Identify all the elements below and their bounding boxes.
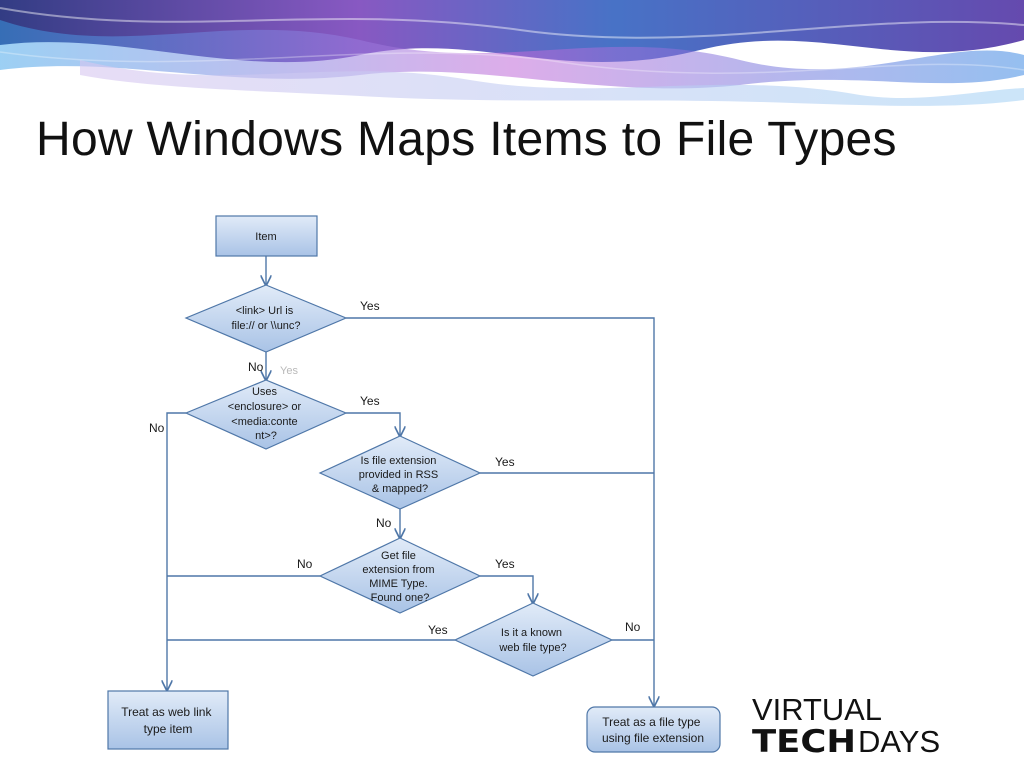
node-ext-line-2: provided in RSS xyxy=(359,469,439,481)
virtual-tech-days-logo: VIRTUAL TECHDAYS xyxy=(752,692,940,760)
label-enclosure-no: No xyxy=(149,421,165,435)
svg-text:<link> Url is file:// or: <link> Url is file:// or \\unc? xyxy=(231,305,300,332)
svg-text:Treat as web link type i: Treat as web link type item xyxy=(121,705,215,736)
logo-line-2-light: DAYS xyxy=(858,724,940,759)
svg-text:Is file extension provid: Is file extension provided in RSS & mapp… xyxy=(359,455,442,495)
node-mime-line-1: Get file xyxy=(381,550,416,562)
edges xyxy=(167,256,654,706)
node-link-line-1: <link> Url is xyxy=(236,305,294,317)
node-ext-line-1: Is file extension xyxy=(361,455,437,467)
node-enclosure-line-3: <media:conte xyxy=(231,416,297,428)
node-mime-line-3: MIME Type. xyxy=(369,578,427,590)
node-decision-link-url: <link> Url is file:// or \\unc? xyxy=(184,284,348,353)
node-weblink-line-1: Treat as web link xyxy=(121,705,212,719)
edge-labels: Yes No Yes Yes No Yes No No Yes Yes No xyxy=(149,299,641,637)
logo-line-2-bold: TECH xyxy=(752,724,856,760)
node-decision-known-web: Is it a known web file type? xyxy=(453,602,614,677)
decorative-banner xyxy=(0,0,1024,106)
label-mime-yes: Yes xyxy=(495,557,515,571)
node-item-label: Item xyxy=(255,231,276,243)
node-link-line-2: file:// or \\unc? xyxy=(231,320,300,332)
node-enclosure-line-2: <enclosure> or xyxy=(228,401,302,413)
node-decision-mime: Get file extension from MIME Type. Found… xyxy=(318,537,482,614)
svg-text:TECHDAYS: TECHDAYS xyxy=(752,724,940,760)
node-decision-enclosure: Uses <enclosure> or <media:conte nt>? xyxy=(184,379,348,450)
node-decision-ext-in-rss: Is file extension provided in RSS & mapp… xyxy=(318,435,482,510)
label-ext-yes: Yes xyxy=(495,455,515,469)
svg-text:Is it a known web file t: Is it a known web file type? xyxy=(498,627,566,654)
node-result-web-link: Treat as web link type item xyxy=(107,690,229,750)
svg-text:Uses <enclosure> or: Uses <enclosure> or <media:conte nt>? xyxy=(228,386,304,442)
label-ext-no: No xyxy=(376,516,392,530)
node-known-line-2: web file type? xyxy=(498,642,566,654)
node-enclosure-line-1: Uses xyxy=(252,386,278,398)
label-known-yes: Yes xyxy=(428,623,448,637)
node-ext-line-3: & mapped? xyxy=(372,483,428,495)
label-mime-no: No xyxy=(297,557,313,571)
edge-enclosure-no-to-weblink xyxy=(167,412,186,690)
edge-link-yes-to-filetype xyxy=(346,317,654,706)
edge-mime-yes-to-known xyxy=(480,575,533,603)
label-link-yes-faint: Yes xyxy=(280,365,298,377)
node-enclosure-line-4: nt>? xyxy=(255,430,277,442)
slide-title: How Windows Maps Items to File Types xyxy=(36,113,897,166)
node-mime-line-4: Found one? xyxy=(371,592,430,604)
logo-line-1: VIRTUAL xyxy=(752,692,882,727)
node-mime-line-2: extension from xyxy=(362,564,434,576)
node-weblink-line-2: type item xyxy=(144,722,193,736)
node-known-line-1: Is it a known xyxy=(501,627,562,639)
edge-enclosure-yes-to-ext xyxy=(346,412,400,436)
label-link-yes: Yes xyxy=(360,299,380,313)
svg-text:Get file extension from: Get file extension from MIME Type. Found… xyxy=(362,550,437,604)
label-enclosure-yes: Yes xyxy=(360,394,380,408)
node-filetype-line-1: Treat as a file type xyxy=(602,715,701,729)
node-result-file-type: Treat as a file type using file extensio… xyxy=(586,706,721,753)
node-item: Item xyxy=(215,215,318,257)
svg-text:Treat as a file type usi: Treat as a file type using file extensio… xyxy=(602,715,704,745)
label-known-no: No xyxy=(625,620,641,634)
node-filetype-line-2: using file extension xyxy=(602,731,704,745)
label-link-no: No xyxy=(248,360,264,374)
